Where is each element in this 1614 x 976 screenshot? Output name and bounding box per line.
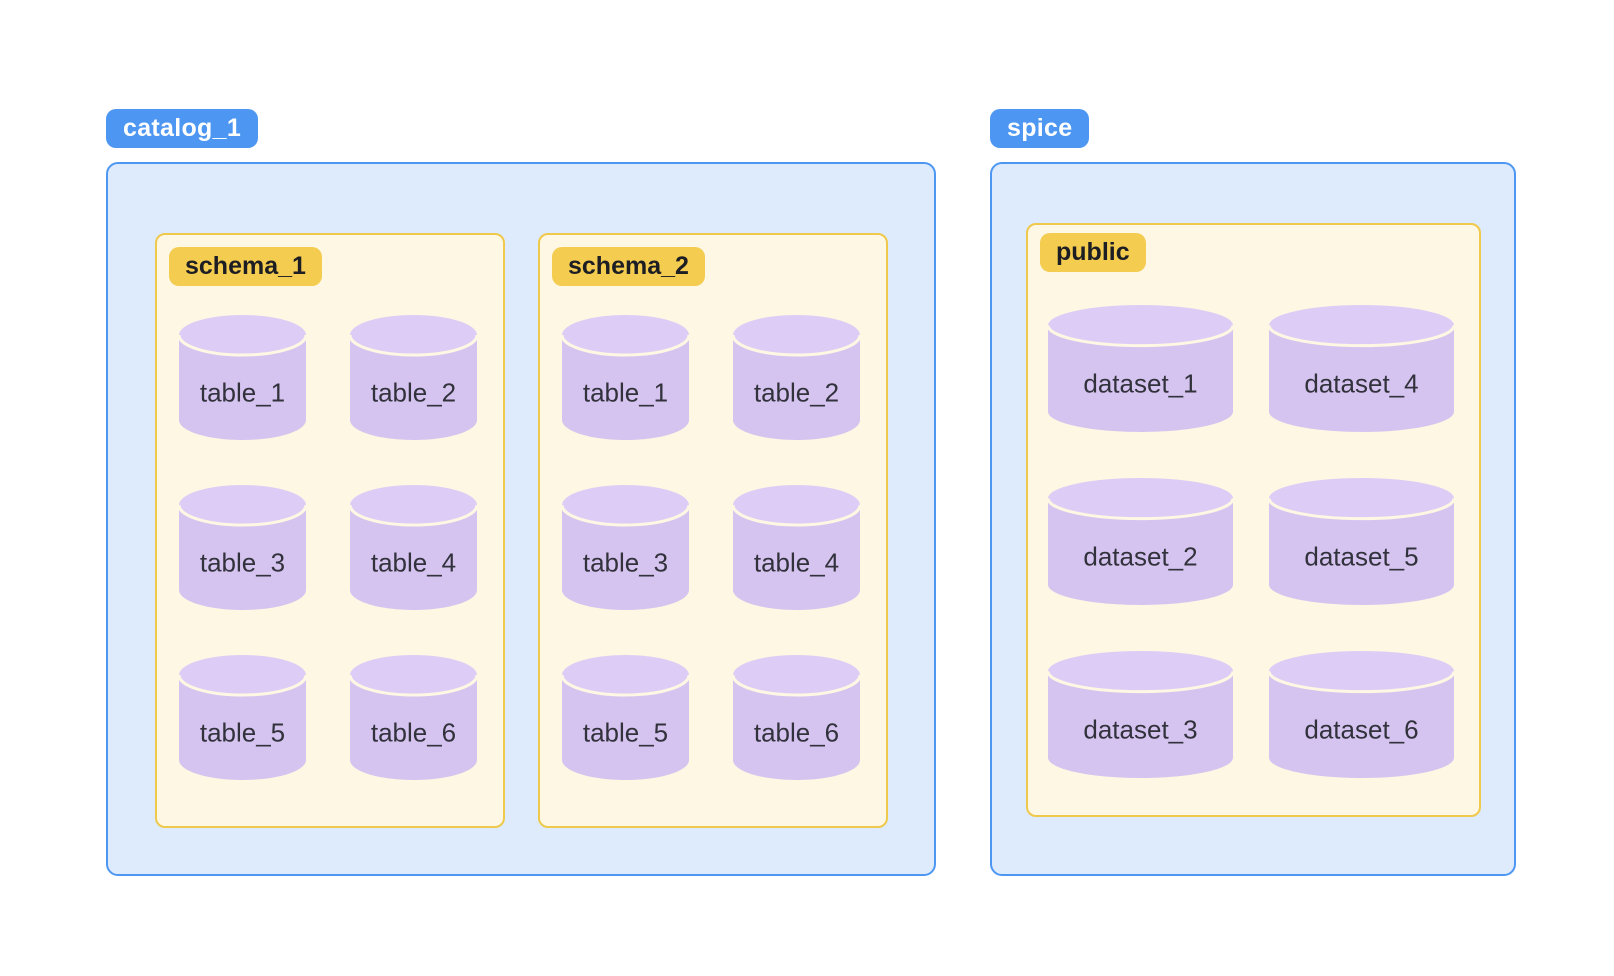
schema-2-table-grid: table_1 table_2 table_3 table_4 table_5 bbox=[562, 315, 860, 780]
cylinder-label: table_1 bbox=[199, 377, 286, 407]
cylinder-label: dataset_2 bbox=[1083, 541, 1198, 572]
cylinder-label: dataset_3 bbox=[1083, 714, 1198, 745]
database-cylinder-icon bbox=[562, 485, 689, 610]
cylinder-label: table_3 bbox=[199, 547, 286, 577]
database-cylinder-icon bbox=[1048, 651, 1233, 778]
database-cylinder: dataset_4 bbox=[1269, 305, 1454, 432]
database-cylinder: table_4 bbox=[733, 485, 860, 610]
cylinder-label: table_4 bbox=[370, 547, 457, 577]
database-cylinder: dataset_3 bbox=[1048, 651, 1233, 778]
schema-1-box: schema_1 table_1 table_2 table_3 table_4 bbox=[155, 233, 505, 828]
database-cylinder: dataset_6 bbox=[1269, 651, 1454, 778]
cylinder-label: dataset_6 bbox=[1304, 714, 1419, 745]
cylinder-label: table_2 bbox=[753, 377, 840, 407]
database-cylinder: table_6 bbox=[733, 655, 860, 780]
cylinder-label: table_5 bbox=[199, 717, 286, 747]
catalog-badge: catalog_1 bbox=[106, 109, 259, 148]
database-cylinder-icon bbox=[1269, 651, 1454, 778]
database-cylinder-icon bbox=[1269, 305, 1454, 432]
schema-2-box: schema_2 table_1 table_2 table_3 table_4 bbox=[538, 233, 888, 828]
database-cylinder-icon bbox=[350, 655, 477, 780]
database-cylinder: table_3 bbox=[562, 485, 689, 610]
schema-2-badge: schema_2 bbox=[552, 247, 705, 286]
database-cylinder-icon bbox=[179, 315, 306, 440]
database-cylinder-icon bbox=[1269, 478, 1454, 605]
database-cylinder: table_1 bbox=[179, 315, 306, 440]
cylinder-label: table_5 bbox=[582, 717, 669, 747]
public-dataset-grid: dataset_1 dataset_4 dataset_2 dataset_5 … bbox=[1048, 305, 1454, 778]
database-cylinder-icon bbox=[179, 655, 306, 780]
database-cylinder: dataset_5 bbox=[1269, 478, 1454, 605]
cylinder-label: table_3 bbox=[582, 547, 669, 577]
catalog-container: schema_1 table_1 table_2 table_3 table_4 bbox=[106, 162, 936, 876]
database-cylinder-icon bbox=[1048, 305, 1233, 432]
database-cylinder: table_5 bbox=[179, 655, 306, 780]
cylinder-label: dataset_1 bbox=[1083, 368, 1198, 399]
database-cylinder-icon bbox=[733, 315, 860, 440]
cylinder-label: dataset_4 bbox=[1304, 368, 1419, 399]
database-cylinder: table_3 bbox=[179, 485, 306, 610]
cylinder-label: table_1 bbox=[582, 377, 669, 407]
cylinder-label: table_6 bbox=[370, 717, 457, 747]
database-cylinder: table_6 bbox=[350, 655, 477, 780]
database-cylinder-icon bbox=[562, 655, 689, 780]
database-cylinder: table_2 bbox=[733, 315, 860, 440]
database-cylinder-icon bbox=[350, 315, 477, 440]
cylinder-label: table_6 bbox=[753, 717, 840, 747]
public-box: public dataset_1 dataset_4 dataset_2 dat… bbox=[1026, 223, 1481, 817]
database-cylinder: table_1 bbox=[562, 315, 689, 440]
database-cylinder: dataset_2 bbox=[1048, 478, 1233, 605]
spice-container: public dataset_1 dataset_4 dataset_2 dat… bbox=[990, 162, 1516, 876]
database-cylinder-icon bbox=[1048, 478, 1233, 605]
database-cylinder-icon bbox=[562, 315, 689, 440]
cylinder-label: table_2 bbox=[370, 377, 457, 407]
database-cylinder: dataset_1 bbox=[1048, 305, 1233, 432]
schema-1-badge: schema_1 bbox=[169, 247, 322, 286]
database-cylinder-icon bbox=[733, 655, 860, 780]
database-cylinder: table_4 bbox=[350, 485, 477, 610]
database-cylinder: table_5 bbox=[562, 655, 689, 780]
cylinder-label: dataset_5 bbox=[1304, 541, 1419, 572]
schema-1-table-grid: table_1 table_2 table_3 table_4 table_5 bbox=[179, 315, 477, 780]
spice-badge: spice bbox=[990, 109, 1090, 148]
public-badge: public bbox=[1040, 233, 1146, 272]
database-cylinder: table_2 bbox=[350, 315, 477, 440]
database-cylinder-icon bbox=[179, 485, 306, 610]
cylinder-label: table_4 bbox=[753, 547, 840, 577]
database-cylinder-icon bbox=[733, 485, 860, 610]
database-cylinder-icon bbox=[350, 485, 477, 610]
